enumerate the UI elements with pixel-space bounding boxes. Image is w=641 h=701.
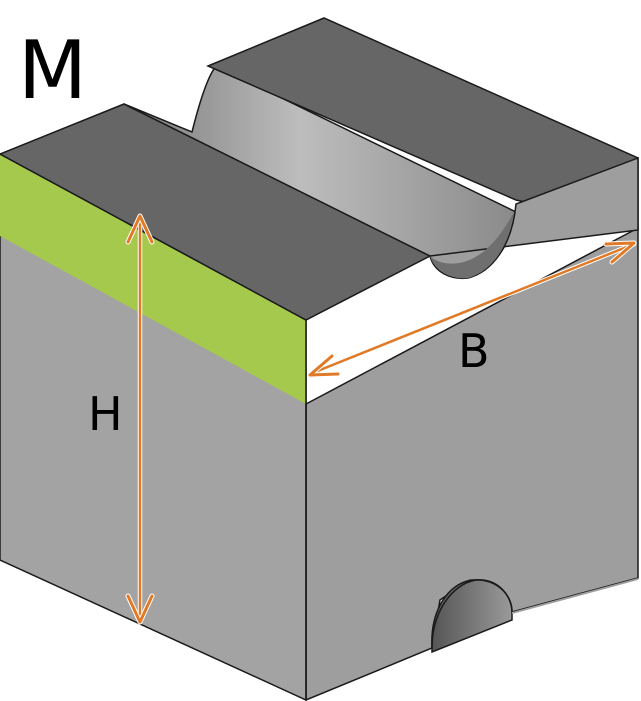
bottom-notch-edge: [431, 579, 513, 649]
groove-end-shadow: [430, 212, 514, 279]
highlight-band: [0, 154, 306, 404]
height-arrow: [125, 213, 155, 625]
groove-end-profile: [429, 156, 639, 280]
right-face-lower-patch: [512, 578, 638, 614]
width-arrow: [307, 240, 637, 378]
height-label: H: [88, 387, 123, 441]
width-label: B: [458, 324, 490, 378]
logo-mark: M: [18, 24, 87, 117]
